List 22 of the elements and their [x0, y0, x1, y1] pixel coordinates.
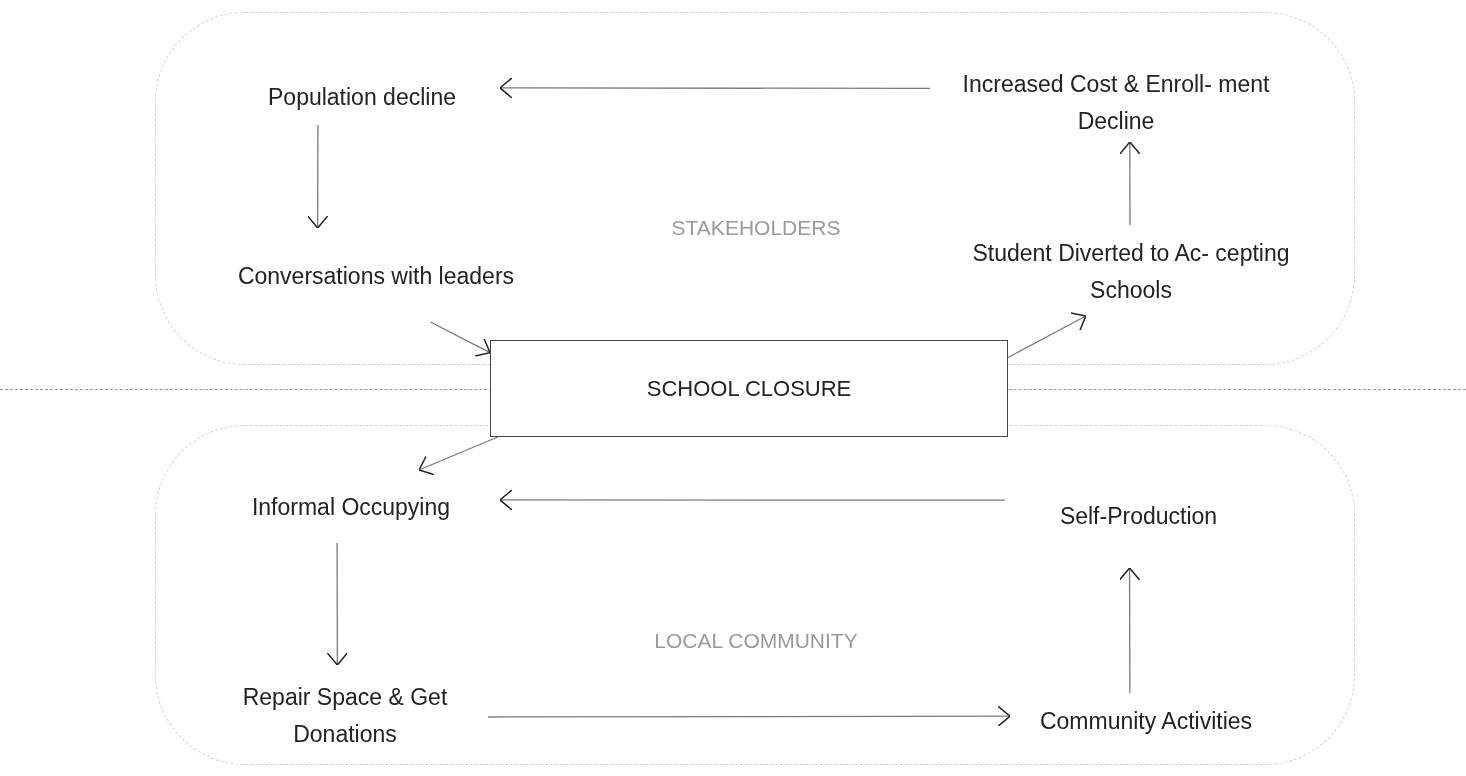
arrow — [1118, 567, 1141, 694]
arrow — [1119, 141, 1141, 226]
arrow — [1007, 312, 1087, 359]
arrow — [429, 321, 491, 357]
node-label: Community Activities — [1039, 706, 1253, 736]
process-box: SCHOOL CLOSURE — [490, 340, 1008, 437]
group-title: LOCAL COMMUNITY — [654, 629, 858, 653]
node-label: Population decline — [268, 83, 456, 113]
node-label: Self-Production — [1059, 501, 1218, 531]
group-region — [155, 425, 1355, 765]
arrow — [418, 436, 499, 476]
arrow — [326, 542, 349, 666]
node-label: Repair Space & Get Donations — [241, 683, 449, 749]
arrow — [487, 705, 1011, 727]
arrow — [499, 77, 931, 99]
node-label: Conversations with leaders — [237, 261, 515, 291]
arrow — [499, 489, 1006, 511]
node-label: Student Diverted to Ac- cepting Schools — [971, 238, 1291, 305]
node-label: Increased Cost & Enroll- ment Decline — [961, 70, 1271, 136]
arrow — [306, 124, 329, 229]
node-label: Informal Occupying — [251, 493, 451, 523]
group-title: STAKEHOLDERS — [671, 216, 841, 240]
